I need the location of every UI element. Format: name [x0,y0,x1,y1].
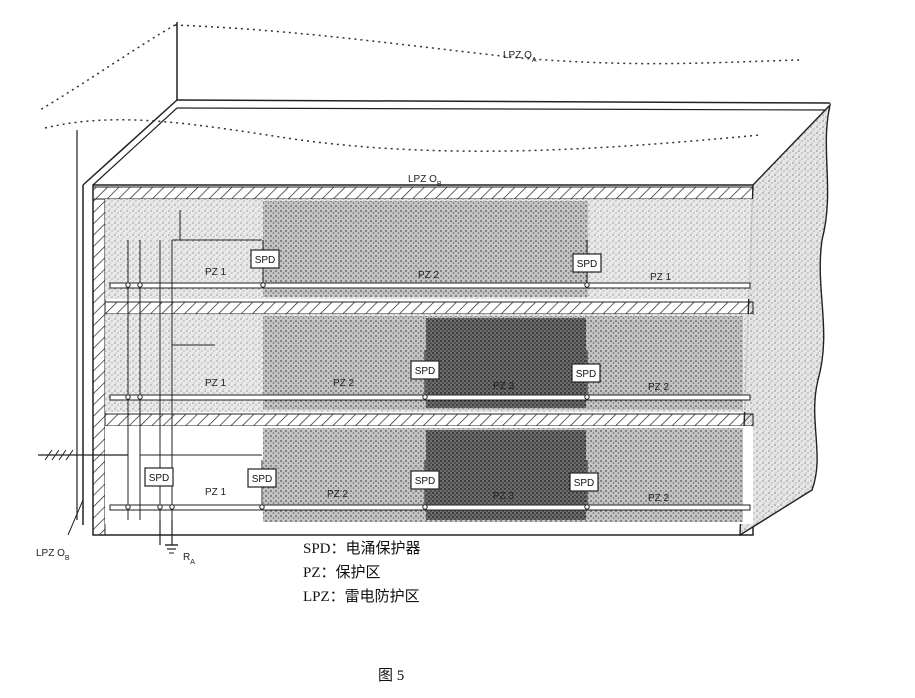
floor3-label-pz3: PZ 3 [493,491,515,502]
spd-floor1-left: SPD [250,249,280,269]
floor3-label-pz1: PZ 1 [205,487,227,498]
lpz-0a-boundary [174,24,801,65]
svg-text:SPD: SPD [415,366,436,377]
label-lpz-0a: LPZ OA [503,50,537,64]
torn-edge [739,102,832,537]
lpz-0a-boundary-left [39,24,176,111]
spd-floor3-entry: SPD [144,467,174,487]
spd-floor2-left: SPD [410,360,440,380]
figure-caption: 图 5 [378,668,405,684]
svg-text:SPD: SPD [574,478,595,489]
legend: SPD：电涌保护器 PZ：保护区 LPZ：雷电防护区 [303,537,421,609]
legend-spd: SPD：电涌保护器 [303,541,421,557]
svg-text:SPD: SPD [415,476,436,487]
spd-floor3-mid: SPD [410,470,440,490]
label-lpz-0b-left: LPZ OB [36,548,70,562]
lpz-0b-boundary [44,119,761,152]
svg-text:SPD: SPD [576,369,597,380]
spd-floor1-right: SPD [572,253,602,273]
floor1-pz2-area [263,201,588,297]
legend-pz: PZ：保护区 [303,565,381,581]
floor2-label-pz1: PZ 1 [205,378,227,389]
spd-floor3-left: SPD [247,468,277,488]
svg-text:SPD: SPD [149,473,170,484]
spd-floor3-right: SPD [569,472,599,492]
spd-floor2-right: SPD [571,363,601,383]
label-earth-ra: RA [183,552,195,566]
floor3-label-pz2-right: PZ 2 [648,493,670,504]
floor1-label-pz1-left: PZ 1 [205,267,227,278]
svg-text:SPD: SPD [255,255,276,266]
floor2-pz3-area [426,318,586,408]
svg-text:SPD: SPD [252,474,273,485]
floor2-label-pz2-right: PZ 2 [648,382,670,393]
legend-lpz: LPZ：雷电防护区 [303,589,420,605]
floor2-label-pz3: PZ 3 [493,381,515,392]
floor2-label-pz2: PZ 2 [333,378,355,389]
svg-text:SPD: SPD [577,259,598,270]
floor1-label-pz2: PZ 2 [418,270,440,281]
floor1-label-pz1-right: PZ 1 [650,272,672,283]
label-lpz-0b-top: LPZ OB [408,174,442,188]
floor3-label-pz2: PZ 2 [327,489,349,500]
